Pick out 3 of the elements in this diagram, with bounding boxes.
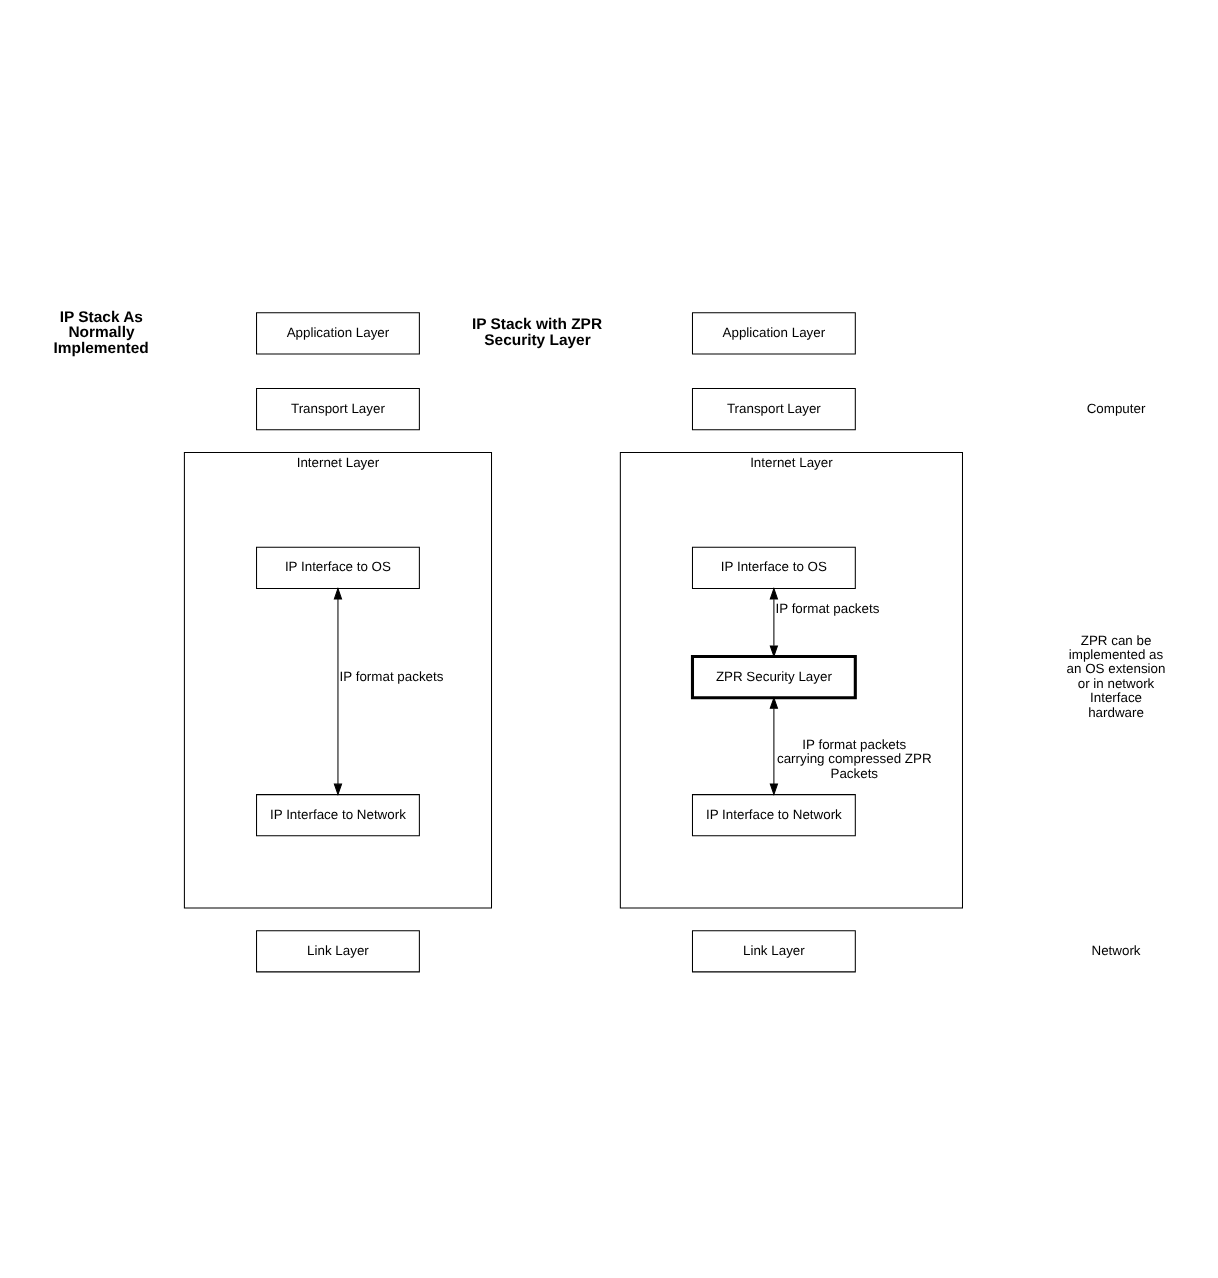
arrow	[333, 587, 343, 796]
arrow	[769, 696, 779, 796]
arrow	[769, 587, 779, 658]
